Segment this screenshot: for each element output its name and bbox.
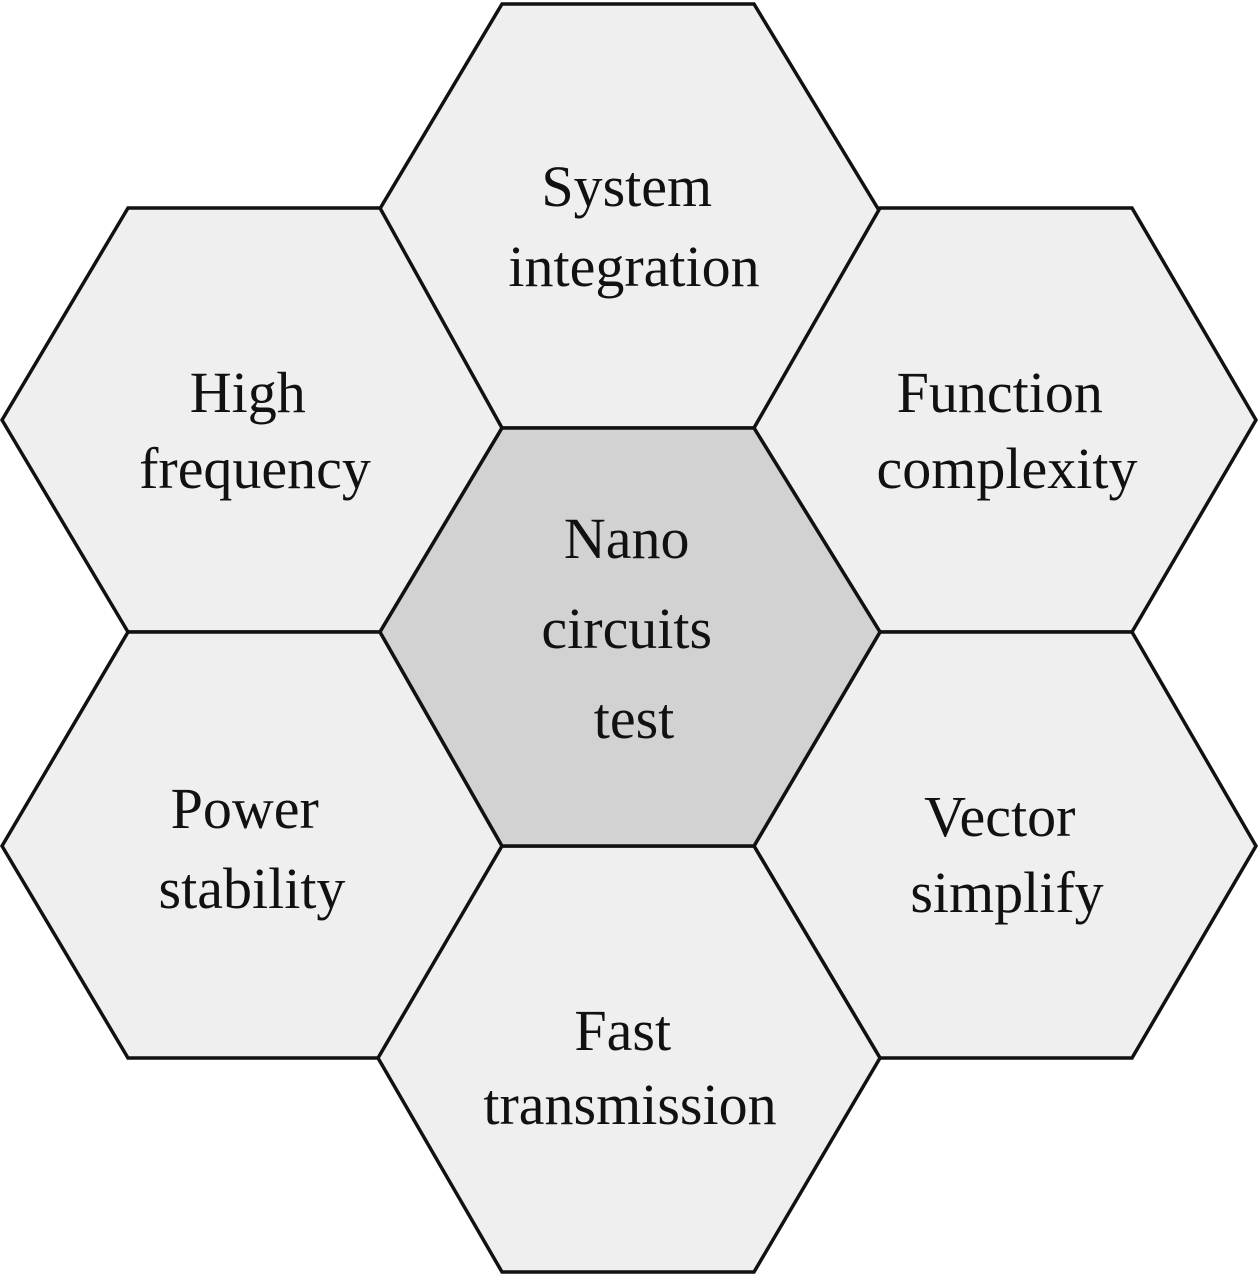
label-line: High [190,360,306,425]
hex-function-complexity: Function complexity [751,206,1258,634]
label-line: simplify [910,860,1103,925]
hex-system-integration: System integration [375,2,883,430]
label-line: Fast [574,998,671,1063]
label-line: stability [159,856,346,921]
label-line: Nano [564,506,690,571]
label-line: Vector [924,784,1075,849]
label-line: Function [897,360,1103,425]
hex-label-fast-transmission: Fast transmission [483,998,776,1137]
hex-label-center: Nano circuits test [541,506,726,751]
label-line: transmission [483,1072,776,1137]
label-line: frequency [139,436,371,501]
label-line: integration [508,234,759,299]
label-line: test [594,686,675,751]
label-line: Power [171,776,319,841]
hex-label-power-stability: Power stability [159,776,346,921]
hex-label-function-complexity: Function complexity [877,360,1138,501]
hex-label-system-integration: System integration [508,154,759,299]
hex-shape-center [377,426,883,848]
hex-power-stability: Power stability [0,630,505,1060]
hex-label-vector-simplify: Vector simplify [910,784,1103,925]
hex-center-nano-circuits-test: Nano circuits test [377,426,883,848]
label-line: complexity [877,436,1138,501]
hex-high-frequency: High frequency [0,206,505,634]
hex-fast-transmission: Fast transmission [375,844,883,1274]
hex-label-high-frequency: High frequency [139,360,371,501]
label-line: System [541,154,712,219]
label-line: circuits [541,596,712,661]
hex-vector-simplify: Vector simplify [751,630,1258,1060]
